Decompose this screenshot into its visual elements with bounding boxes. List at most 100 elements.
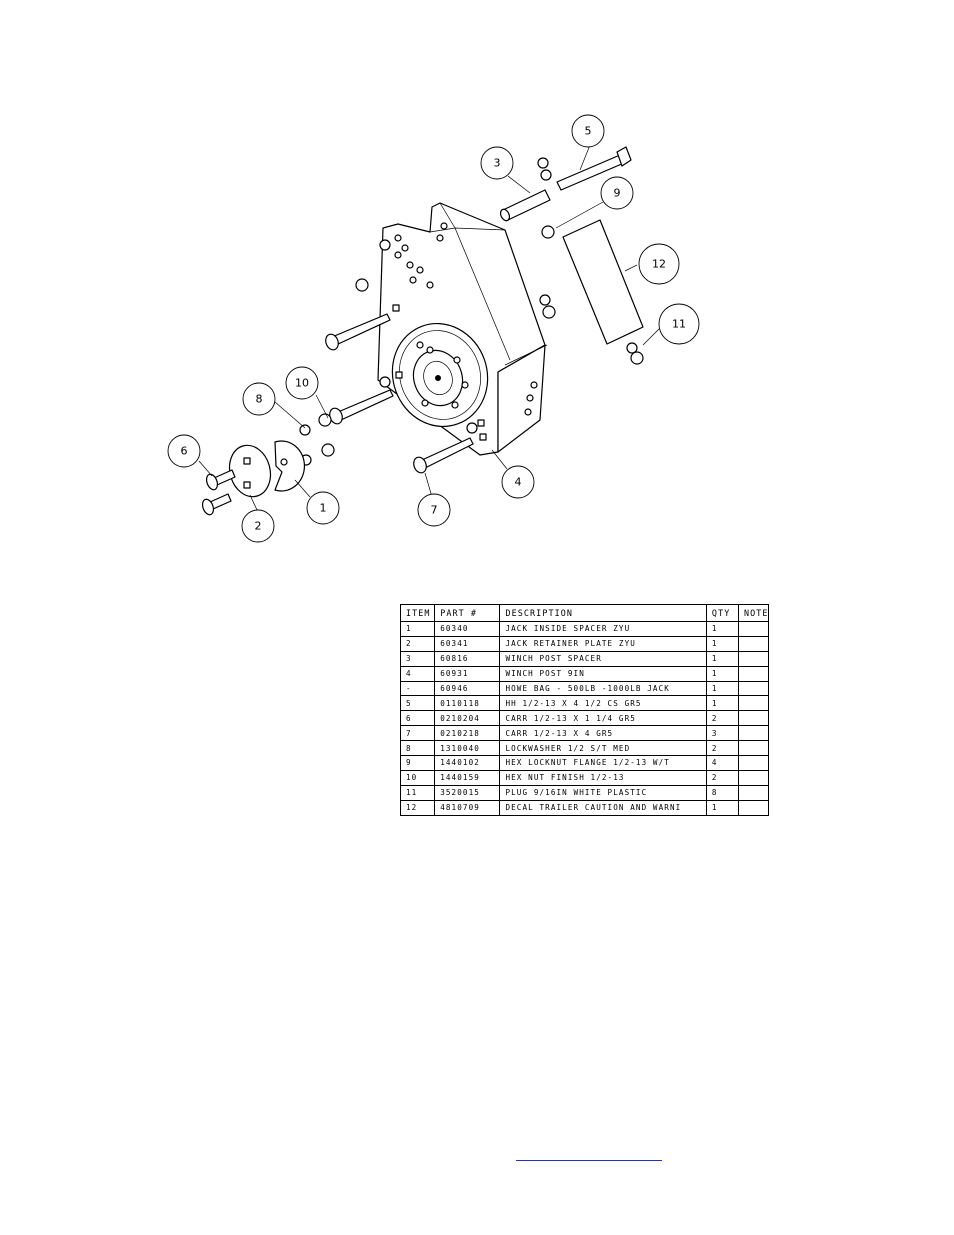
svg-text:2: 2 — [255, 520, 262, 533]
cell-note — [738, 725, 769, 742]
cell-item: 10 — [399, 769, 436, 786]
footer-link-underline[interactable] — [516, 1158, 662, 1161]
cell-description: HOWE BAG - 500LB -1000LB JACK — [499, 680, 707, 697]
cell-part-number: 4810709 — [434, 799, 501, 816]
cell-part-number: 0210204 — [434, 710, 501, 727]
hex-bolt — [556, 146, 632, 191]
cell-item: 8 — [399, 740, 436, 757]
svg-text:1: 1 — [320, 502, 327, 515]
cell-qty: 1 — [705, 695, 740, 712]
cell-note — [738, 710, 769, 727]
cell-part-number: 1440159 — [434, 769, 501, 786]
cell-item: 1 — [399, 621, 436, 637]
cell-part-number: 0110118 — [434, 695, 501, 712]
header-note: NOTE — [738, 604, 769, 622]
balloon-12: 12 — [638, 243, 680, 285]
cell-part-number: 0210218 — [434, 725, 501, 742]
cell-item: 5 — [399, 695, 436, 712]
balloon-9: 9 — [600, 176, 634, 210]
balloon-10: 10 — [285, 366, 319, 400]
cell-qty: 1 — [705, 621, 740, 637]
cell-part-number: 3520015 — [434, 784, 501, 801]
balloon-2: 2 — [241, 509, 275, 543]
cell-qty: 2 — [705, 769, 740, 786]
cell-item: 12 — [399, 799, 436, 816]
cell-note — [738, 755, 769, 771]
cell-description: DECAL TRAILER CAUTION AND WARNI — [499, 799, 707, 816]
cell-note — [738, 650, 769, 667]
plate-holes — [392, 222, 538, 441]
balloon-8: 8 — [242, 382, 276, 416]
svg-text:10: 10 — [295, 377, 309, 390]
inside-spacer — [274, 440, 305, 492]
cell-description: JACK RETAINER PLATE ZYU — [499, 635, 707, 652]
cell-qty: 1 — [705, 799, 740, 816]
cell-qty: 1 — [705, 650, 740, 667]
balloon-5: 5 — [571, 114, 605, 148]
cell-description: JACK INSIDE SPACER ZYU — [499, 621, 707, 637]
cell-description: HH 1/2-13 X 4 1/2 CS GR5 — [499, 695, 707, 712]
cell-note — [738, 784, 769, 801]
cell-part-number: 60816 — [434, 650, 501, 667]
cell-note — [738, 635, 769, 652]
cell-note — [738, 799, 769, 816]
cell-item: 4 — [399, 665, 436, 682]
cell-part-number: 60946 — [434, 680, 501, 697]
cell-description: CARR 1/2-13 X 1 1/4 GR5 — [499, 710, 707, 727]
cell-note — [738, 740, 769, 757]
cell-qty: 1 — [705, 635, 740, 652]
balloon-11: 11 — [658, 303, 700, 345]
svg-text:3: 3 — [494, 157, 501, 170]
balloon-4: 4 — [501, 465, 535, 499]
cell-part-number: 60931 — [434, 665, 501, 682]
hub-assembly — [391, 322, 489, 428]
retainer-plate — [228, 444, 272, 498]
cell-qty: 3 — [705, 725, 740, 742]
svg-text:5: 5 — [585, 125, 592, 138]
balloon-1: 1 — [306, 491, 340, 525]
balloon-7: 7 — [417, 493, 451, 527]
svg-text:8: 8 — [256, 393, 263, 406]
cell-description: WINCH POST SPACER — [499, 650, 707, 667]
header-description: DESCRIPTION — [499, 604, 707, 622]
cell-note — [738, 695, 769, 712]
cell-note — [738, 680, 769, 697]
cell-part-number: 1310040 — [434, 740, 501, 757]
cell-qty: 4 — [705, 755, 740, 771]
svg-text:4: 4 — [515, 476, 522, 489]
decal — [562, 219, 644, 345]
cell-note — [738, 665, 769, 682]
cell-qty: 2 — [705, 740, 740, 757]
balloon-6: 6 — [167, 434, 201, 468]
exploded-assembly-drawing: 1 2 3 4 5 6 7 8 9 10 11 12 — [167, 114, 700, 543]
cell-item: 11 — [399, 784, 436, 801]
cell-description: PLUG 9/16IN WHITE PLASTIC — [499, 784, 707, 801]
cell-item: 6 — [399, 710, 436, 727]
svg-text:9: 9 — [614, 187, 621, 200]
cell-description: HEX NUT FINISH 1/2-13 — [499, 769, 707, 786]
cell-item: 7 — [399, 725, 436, 742]
cell-qty: 1 — [705, 680, 740, 697]
cell-item: 2 — [399, 635, 436, 652]
cell-note — [738, 621, 769, 637]
cell-item: 3 — [399, 650, 436, 667]
svg-text:12: 12 — [652, 258, 666, 271]
header-qty: QTY — [705, 604, 740, 622]
cell-qty: 2 — [705, 710, 740, 727]
balloon-3: 3 — [480, 146, 514, 180]
cell-item: - — [399, 680, 436, 697]
svg-text:11: 11 — [672, 318, 686, 331]
cell-item: 9 — [399, 755, 436, 771]
